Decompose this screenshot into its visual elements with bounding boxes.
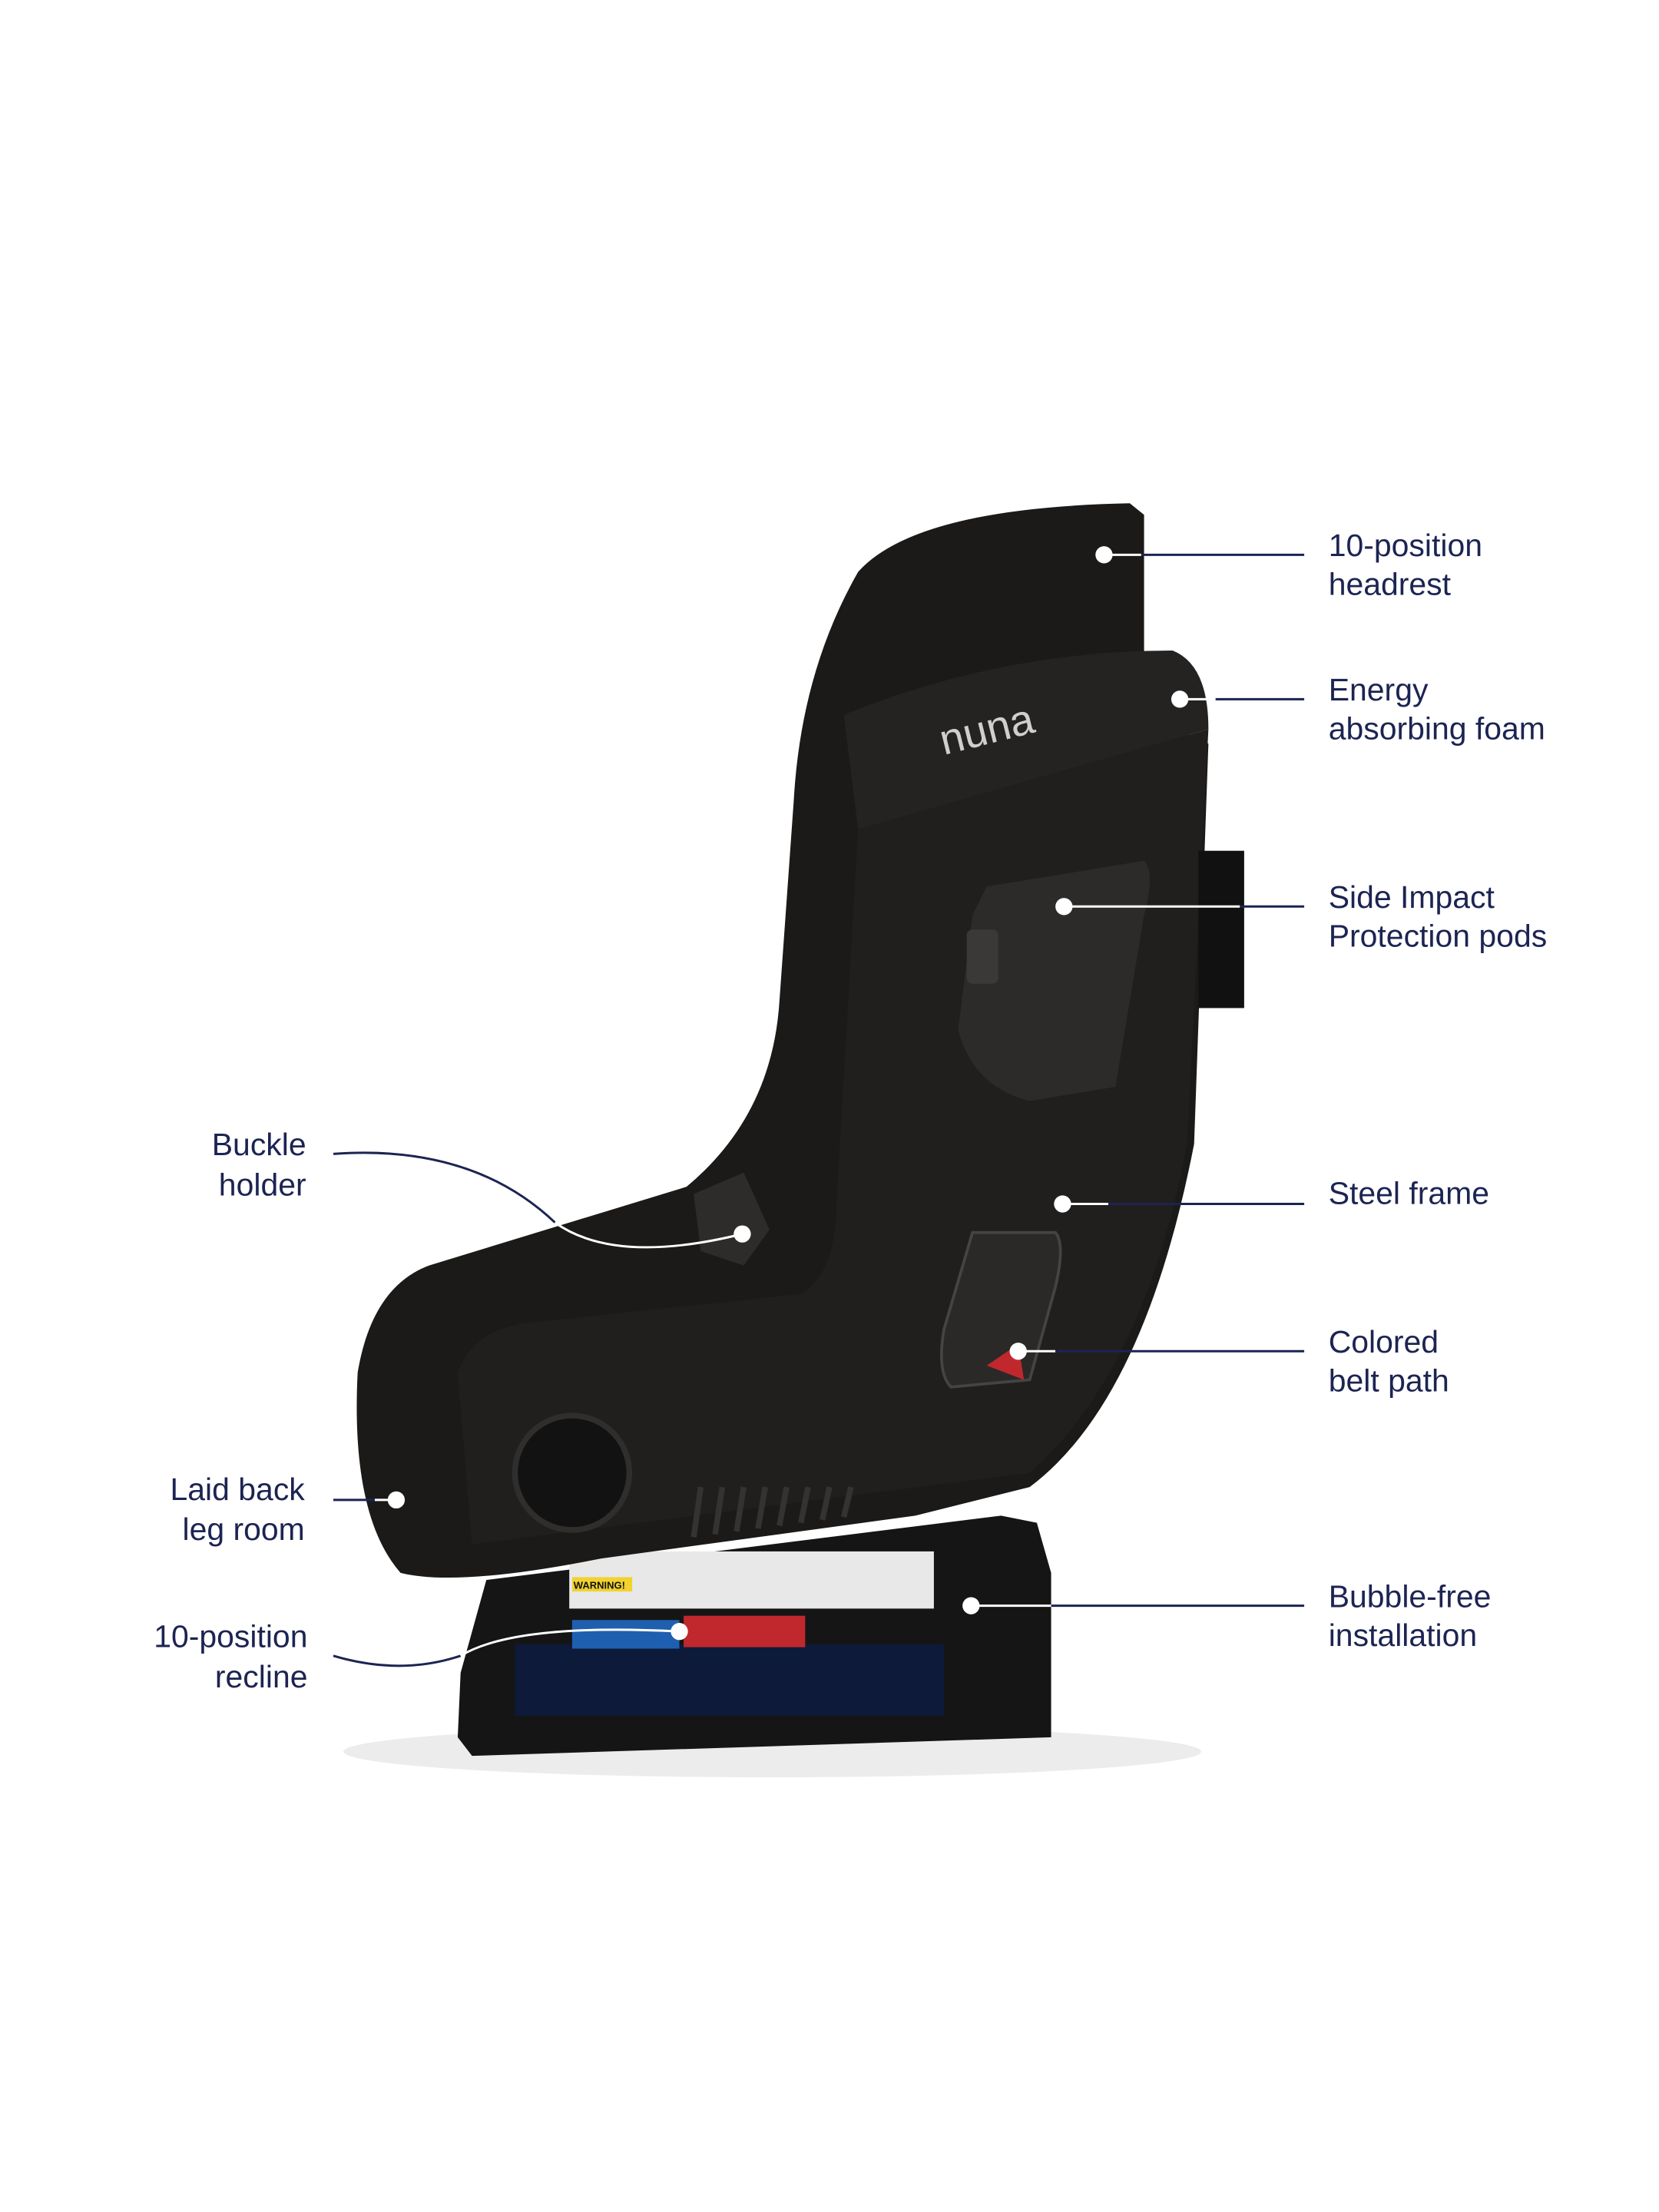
callout-steel-frame: Steel frame [1054, 1176, 1489, 1213]
svg-text:belt path: belt path [1329, 1363, 1449, 1398]
recline-dial [512, 1412, 633, 1533]
svg-text:Buckle: Buckle [212, 1127, 306, 1162]
svg-text:10-position: 10-position [1329, 528, 1482, 563]
svg-text:Steel frame: Steel frame [1329, 1176, 1489, 1211]
svg-text:Protection pods: Protection pods [1329, 918, 1547, 953]
svg-text:recline: recline [215, 1659, 308, 1694]
harness-strap [1198, 850, 1244, 1008]
base-label-sticker [515, 1644, 944, 1717]
svg-text:installation: installation [1329, 1618, 1477, 1653]
car-seat-shell: nuna [356, 503, 1244, 1578]
callout-leg-room: Laid back leg room [171, 1472, 406, 1547]
callout-headrest: 10-position headrest [1095, 528, 1482, 601]
buckle-holder-part [694, 1172, 770, 1266]
callout-side-impact-pods: Side Impact Protection pods [1055, 879, 1547, 953]
svg-text:headrest: headrest [1329, 566, 1452, 601]
warning-label: WARNING! [574, 1579, 625, 1591]
callout-buckle-holder: Buckle holder [212, 1127, 751, 1249]
belt-path-blue [571, 1620, 680, 1649]
side-impact-pod [958, 860, 1151, 1101]
callout-energy-absorbing-foam: Energy absorbing foam [1171, 672, 1545, 746]
car-seat-base: WARNING! [457, 1515, 1051, 1757]
svg-text:Laid back: Laid back [171, 1472, 306, 1507]
svg-text:Side Impact: Side Impact [1329, 879, 1495, 915]
svg-text:holder: holder [219, 1167, 306, 1202]
callout-bubble-free-installation: Bubble-free installation [962, 1579, 1491, 1653]
svg-text:Energy: Energy [1329, 672, 1429, 707]
svg-text:Colored: Colored [1329, 1324, 1439, 1359]
svg-text:absorbing foam: absorbing foam [1329, 710, 1545, 746]
callout-colored-belt-path: Colored belt path [1009, 1324, 1449, 1398]
svg-text:Bubble-free: Bubble-free [1329, 1579, 1492, 1614]
callout-recline: 10-position recline [154, 1619, 688, 1694]
belt-path-red [684, 1615, 806, 1647]
svg-text:leg room: leg room [182, 1512, 304, 1547]
svg-text:10-position: 10-position [154, 1619, 307, 1654]
belt-path-opening [939, 1230, 1062, 1389]
